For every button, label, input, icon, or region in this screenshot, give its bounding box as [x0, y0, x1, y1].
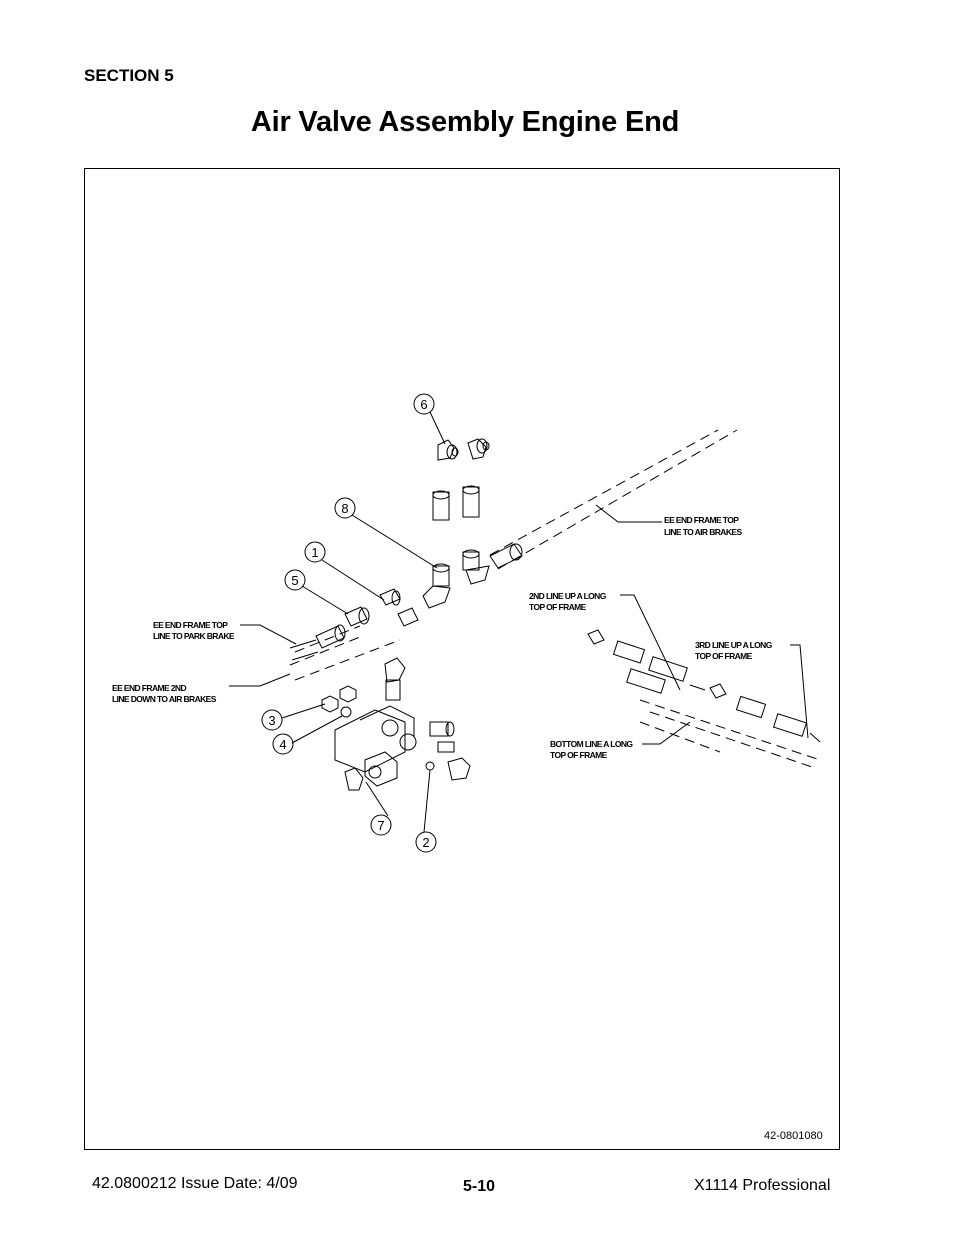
callout-1: 1 [311, 545, 318, 560]
page-title: Air Valve Assembly Engine End [250, 106, 680, 138]
callout-4: 4 [279, 737, 286, 752]
fitting-8 [422, 485, 523, 609]
callout-3: 3 [268, 713, 275, 728]
callout-2: 2 [422, 835, 429, 850]
diagram-frame [84, 168, 840, 1150]
note-third-line1: 3RD LINE UP A LONG [695, 640, 773, 650]
note-ee-top-air-line1: EE END FRAME TOP [664, 515, 739, 525]
frame-lines-fittings [587, 629, 808, 737]
callout-6: 6 [420, 397, 427, 412]
footer-product: X1114 Professional [694, 1177, 831, 1194]
callout-7: 7 [377, 818, 384, 833]
callout-circles [261, 393, 437, 853]
leader-lines [229, 411, 809, 833]
note-ee-top-air-line2: LINE TO AIR BRAKES [664, 527, 742, 537]
valve-body [321, 657, 471, 791]
note-bottom-line1: BOTTOM LINE A LONG [550, 739, 633, 749]
note-ee-top-park-line1: EE END FRAME TOP [153, 620, 228, 630]
note-bottom-line2: TOP OF FRAME [550, 750, 608, 760]
fitting-6 [437, 438, 490, 461]
section-label: SECTION 5 [84, 66, 174, 85]
drawing-number: 42-0801080 [764, 1130, 823, 1142]
note-second-line2: TOP OF FRAME [529, 602, 587, 612]
note-ee-2nd-line2: LINE DOWN TO AIR BRAKES [112, 694, 217, 704]
footer-doc-info: 42.0800212 Issue Date: 4/09 [92, 1175, 298, 1192]
callout-8: 8 [341, 501, 348, 516]
air-lines [289, 429, 821, 769]
callout-5: 5 [291, 573, 298, 588]
note-second-line1: 2ND LINE UP A LONG [529, 591, 607, 601]
footer-page-number: 5-10 [463, 1178, 496, 1195]
note-ee-2nd-line1: EE END FRAME 2ND [112, 683, 186, 693]
note-ee-top-park-line2: LINE TO PARK BRAKE [153, 631, 235, 641]
fitting-1-5 [315, 588, 419, 649]
note-third-line2: TOP OF FRAME [695, 651, 753, 661]
